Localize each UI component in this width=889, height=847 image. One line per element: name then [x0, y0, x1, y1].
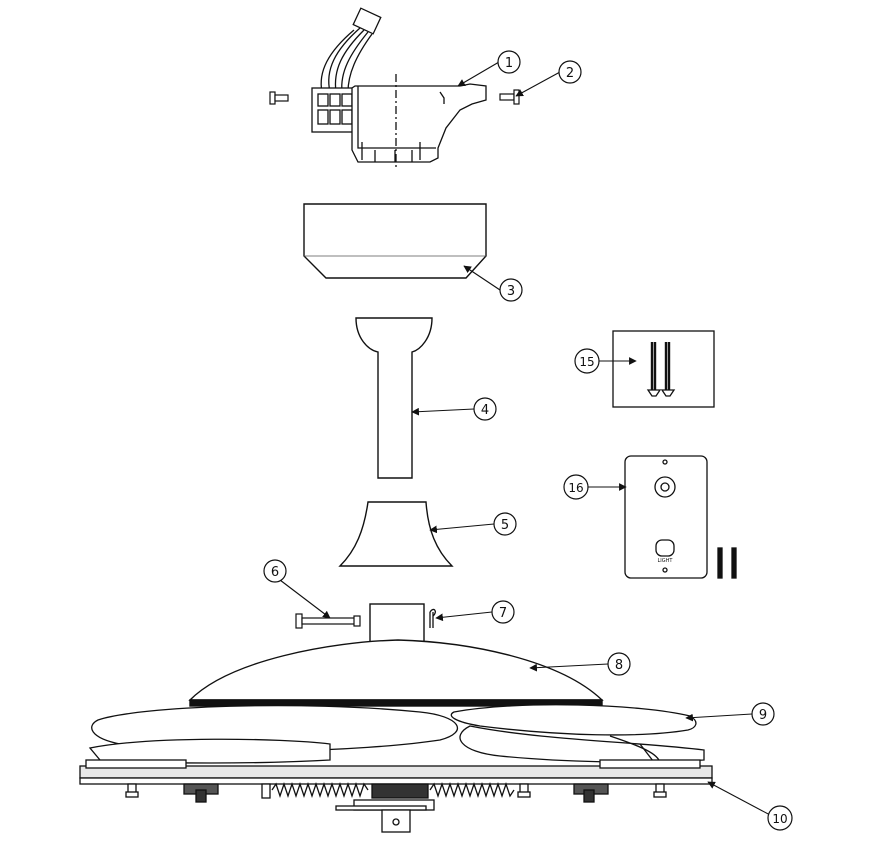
mounting-bracket: [311, 7, 487, 170]
callout-9: 9: [751, 702, 775, 726]
downrod: [355, 317, 433, 479]
callout-10-label: 10: [772, 812, 787, 826]
wall-control-button-label: LIGHT: [658, 558, 674, 564]
callout-8: 8: [607, 652, 631, 676]
callout-3-label: 3: [507, 284, 515, 299]
bracket-screw-right: [499, 89, 520, 105]
motor-housing: [188, 603, 604, 707]
blade-mounting-plate: [79, 759, 713, 833]
callout-9-label: 9: [759, 708, 767, 723]
callout-15: 15: [574, 348, 600, 374]
callout-5: 5: [493, 512, 517, 536]
callout-4: 4: [473, 397, 497, 421]
callout-16: 16: [563, 474, 589, 500]
callout-2-label: 2: [566, 66, 574, 81]
callout-5-label: 5: [501, 518, 509, 533]
callout-4-label: 4: [481, 403, 489, 418]
callout-7: 7: [491, 600, 515, 624]
wall-control: [624, 455, 737, 579]
callout-2: 2: [558, 60, 582, 84]
callout-10: 10: [767, 805, 793, 831]
callout-1-label: 1: [505, 56, 513, 71]
fan-blades: [88, 704, 705, 771]
canopy: [303, 203, 487, 279]
callout-7-label: 7: [499, 606, 507, 621]
callout-6: 6: [263, 559, 287, 583]
callout-15-label: 15: [579, 355, 594, 369]
callout-6-label: 6: [271, 565, 279, 580]
mounting-screws-kit: [612, 330, 715, 408]
leader-lines: [279, 61, 773, 817]
bracket-screw-left: [269, 91, 289, 105]
cotter-pin: [429, 608, 436, 628]
coupling-cover: [338, 501, 454, 567]
callout-1: 1: [497, 50, 521, 74]
callout-3: 3: [499, 278, 523, 302]
callout-8-label: 8: [615, 658, 623, 673]
callout-16-label: 16: [568, 481, 583, 495]
